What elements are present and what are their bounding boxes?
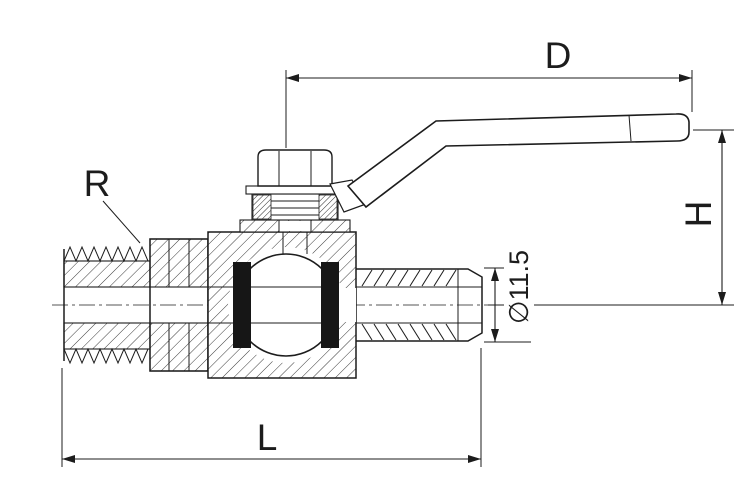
thread-profile-bottom — [63, 347, 149, 365]
dim-label-diameter: ∅11.5 — [504, 250, 534, 324]
dimension-d: D — [285, 35, 693, 148]
arrowhead-down — [718, 292, 726, 305]
handle-lever — [346, 113, 690, 209]
dim-label-r: R — [84, 163, 111, 204]
arrowhead-up — [718, 130, 726, 143]
threaded-inlet — [63, 245, 151, 365]
arrowhead-right — [679, 74, 692, 82]
bonnet — [239, 149, 351, 233]
label-r: R — [84, 163, 141, 244]
packing-spring-right — [318, 194, 338, 220]
barb-serrations-bottom — [361, 323, 457, 341]
hex-section — [149, 238, 209, 372]
dim-label-d: D — [545, 35, 572, 76]
arrowhead-left — [286, 74, 299, 82]
seat-left — [233, 262, 251, 348]
arrowhead-right — [468, 455, 481, 463]
outlet-outline — [356, 268, 483, 342]
dimension-diameter: ∅11.5 — [484, 249, 534, 343]
handle-grip-divider — [628, 114, 632, 142]
valve-body — [64, 231, 357, 379]
arrowhead-down — [491, 329, 499, 342]
barb-serrations-top — [361, 269, 457, 287]
packing-hex-nut — [257, 149, 333, 187]
gland-plate — [245, 185, 345, 195]
leader-line — [102, 200, 141, 244]
inlet-bottom-wall — [63, 322, 151, 350]
dim-label-l: L — [257, 417, 278, 458]
arrowhead-up — [491, 268, 499, 281]
handle — [329, 113, 690, 213]
arrowhead-left — [62, 455, 75, 463]
hose-barb-outlet — [356, 268, 483, 342]
dim-label-h: H — [678, 201, 719, 228]
thread-profile-top — [63, 245, 149, 263]
inlet-top-wall — [63, 260, 151, 288]
dimension-l: L — [61, 348, 482, 467]
seat-right — [321, 262, 339, 348]
packing-spring-left — [252, 194, 272, 220]
